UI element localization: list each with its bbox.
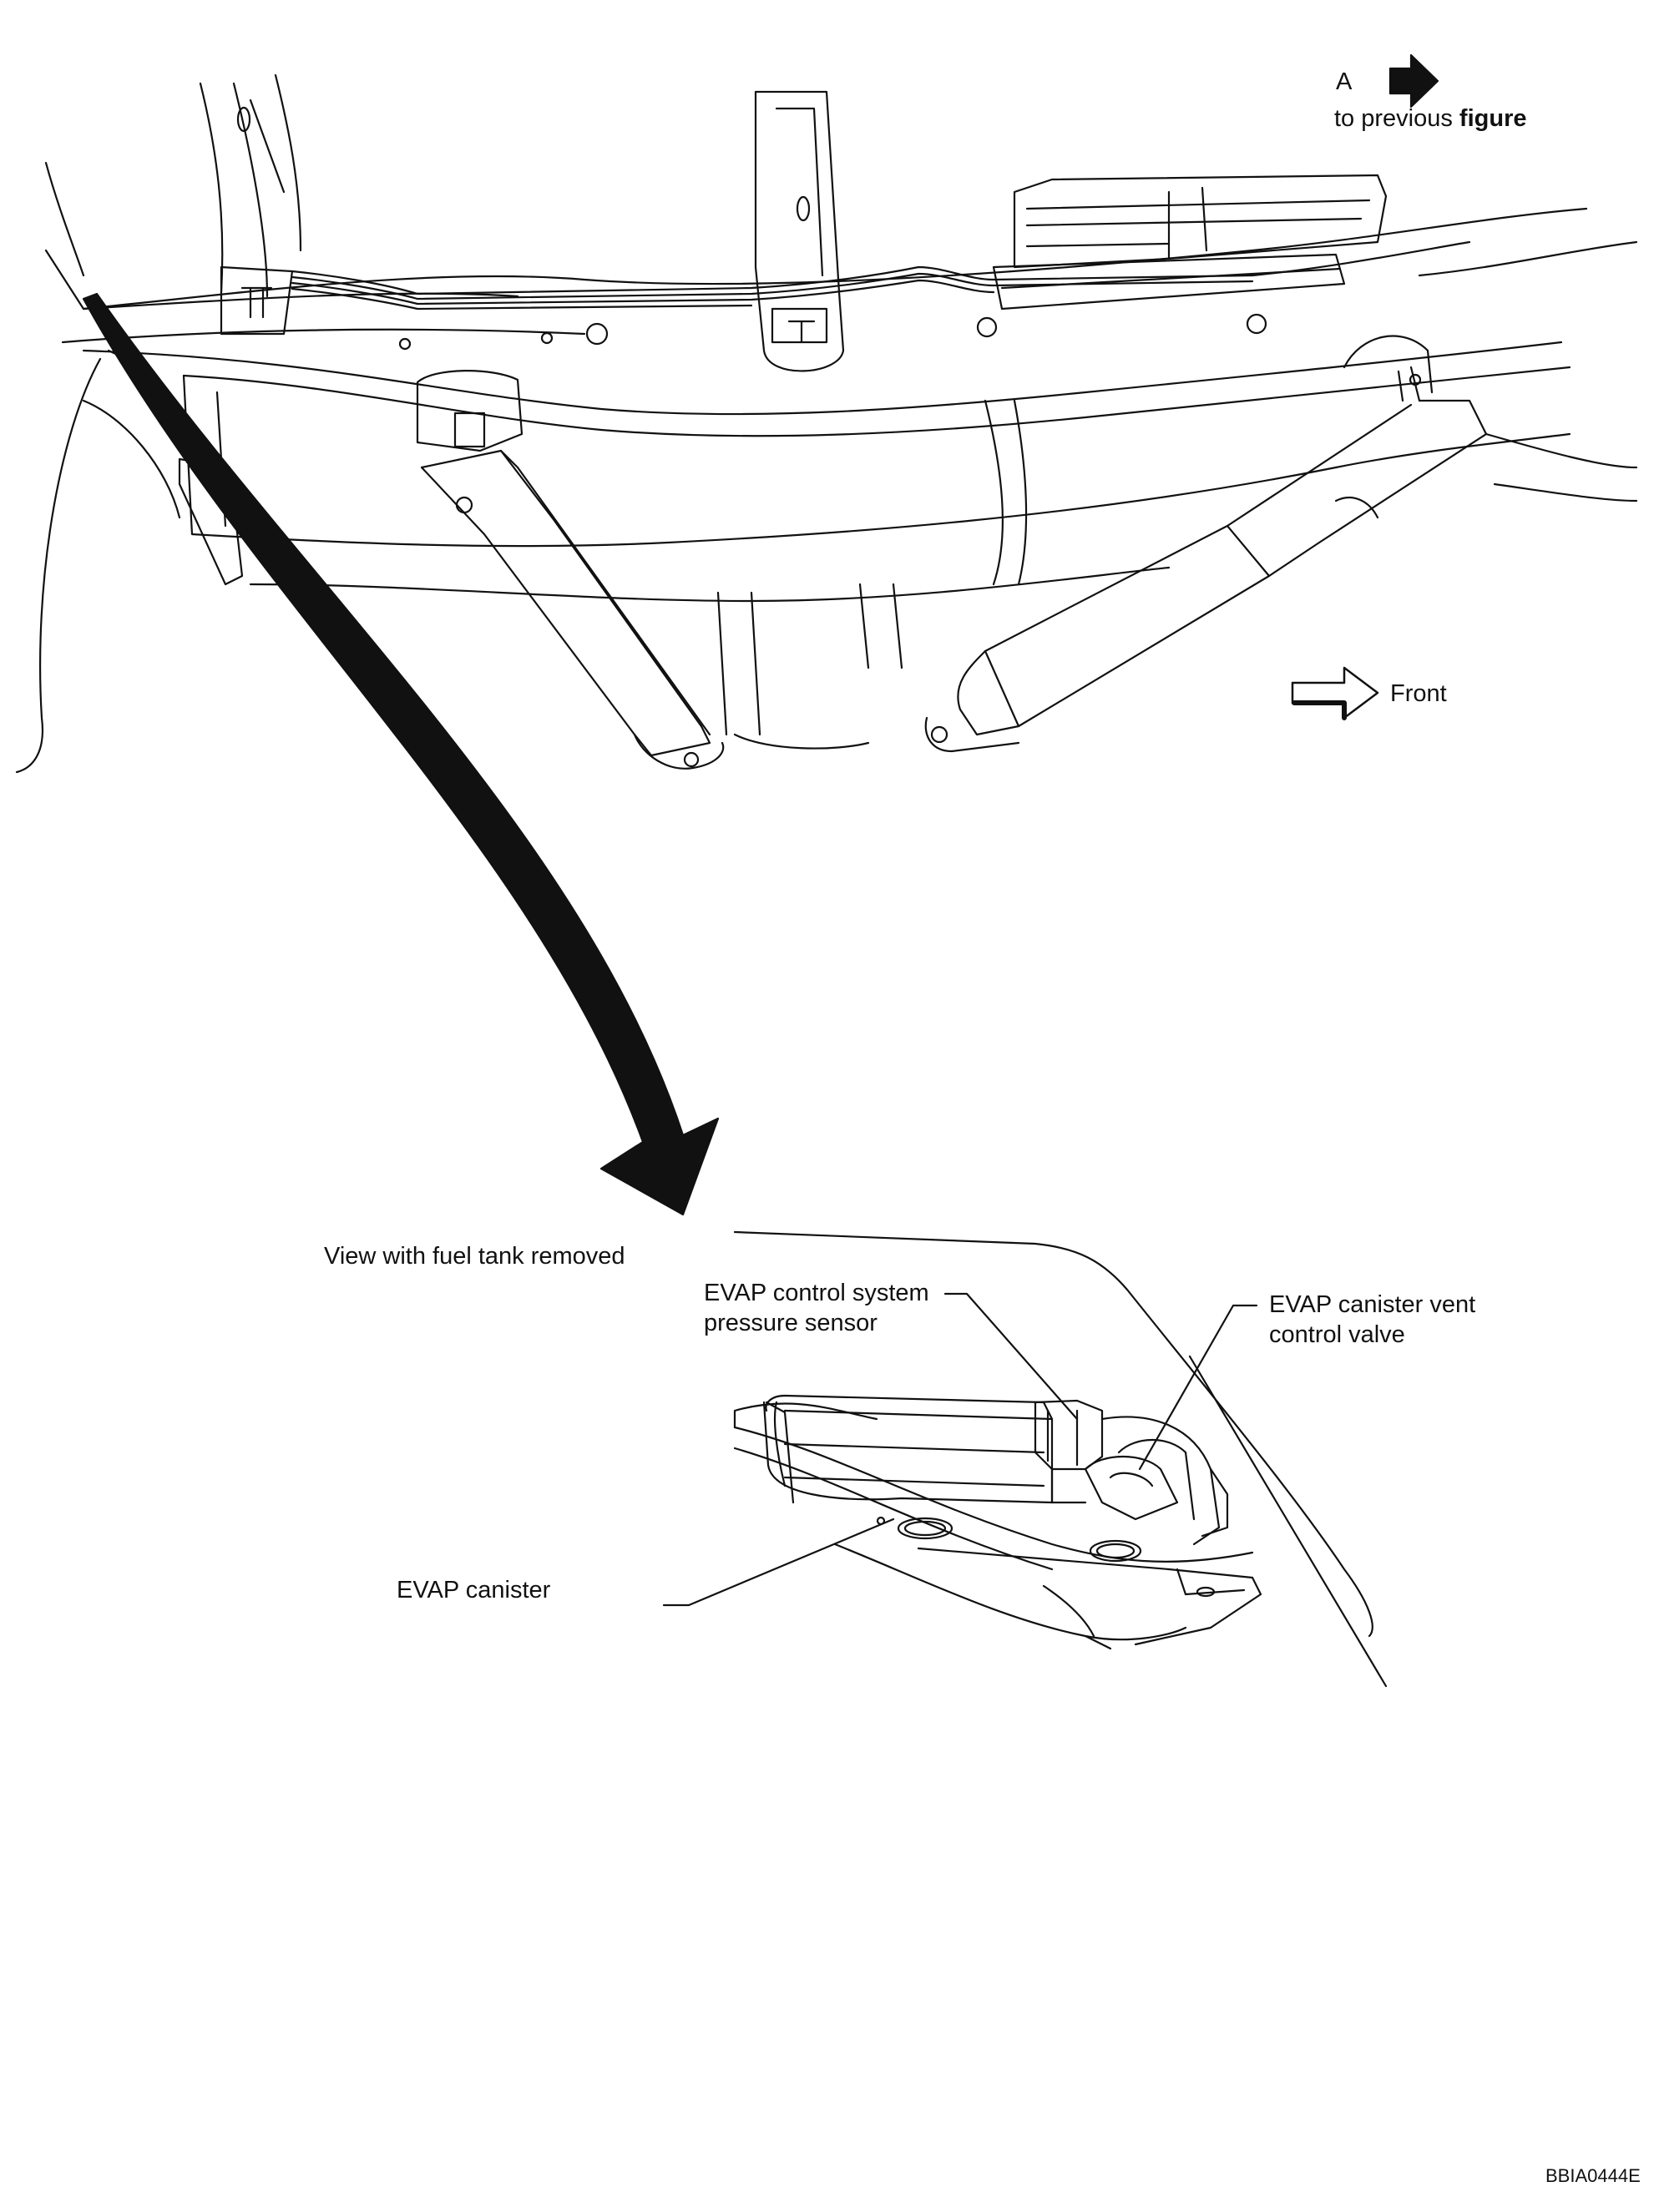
- leader-pressure-sensor: [943, 1292, 1079, 1421]
- ref-figure-bold: figure: [1459, 105, 1527, 132]
- zoom-arrow-icon: [82, 292, 720, 1216]
- vent-valve-label: EVAP canister vent control valve: [1269, 1290, 1475, 1350]
- vent-valve-line1: EVAP canister vent: [1269, 1291, 1476, 1318]
- leader-vent-valve: [1138, 1304, 1258, 1471]
- evap-detail-drawing: [662, 1230, 1388, 1688]
- ref-letter-label: A: [1336, 68, 1353, 95]
- pressure-sensor-line1: EVAP control system: [704, 1280, 929, 1306]
- pressure-sensor-label: EVAP control system pressure sensor: [704, 1278, 929, 1338]
- pressure-sensor-line2: pressure sensor: [704, 1310, 878, 1336]
- view-caption: View with fuel tank removed: [324, 1243, 625, 1270]
- front-arrow-icon: [1291, 666, 1379, 720]
- front-label: Front: [1390, 680, 1447, 707]
- leader-canister: [662, 1518, 895, 1607]
- underbody-frame-drawing: [15, 73, 1638, 774]
- ref-figure-prefix: to previous: [1334, 105, 1459, 132]
- figure-code: BBIA0444E: [1545, 2165, 1641, 2186]
- vent-valve-line2: control valve: [1269, 1321, 1405, 1348]
- canister-label: EVAP canister: [397, 1577, 551, 1603]
- ref-figure-label: to previous figure: [1334, 104, 1526, 134]
- ref-arrow-icon: [1388, 53, 1439, 109]
